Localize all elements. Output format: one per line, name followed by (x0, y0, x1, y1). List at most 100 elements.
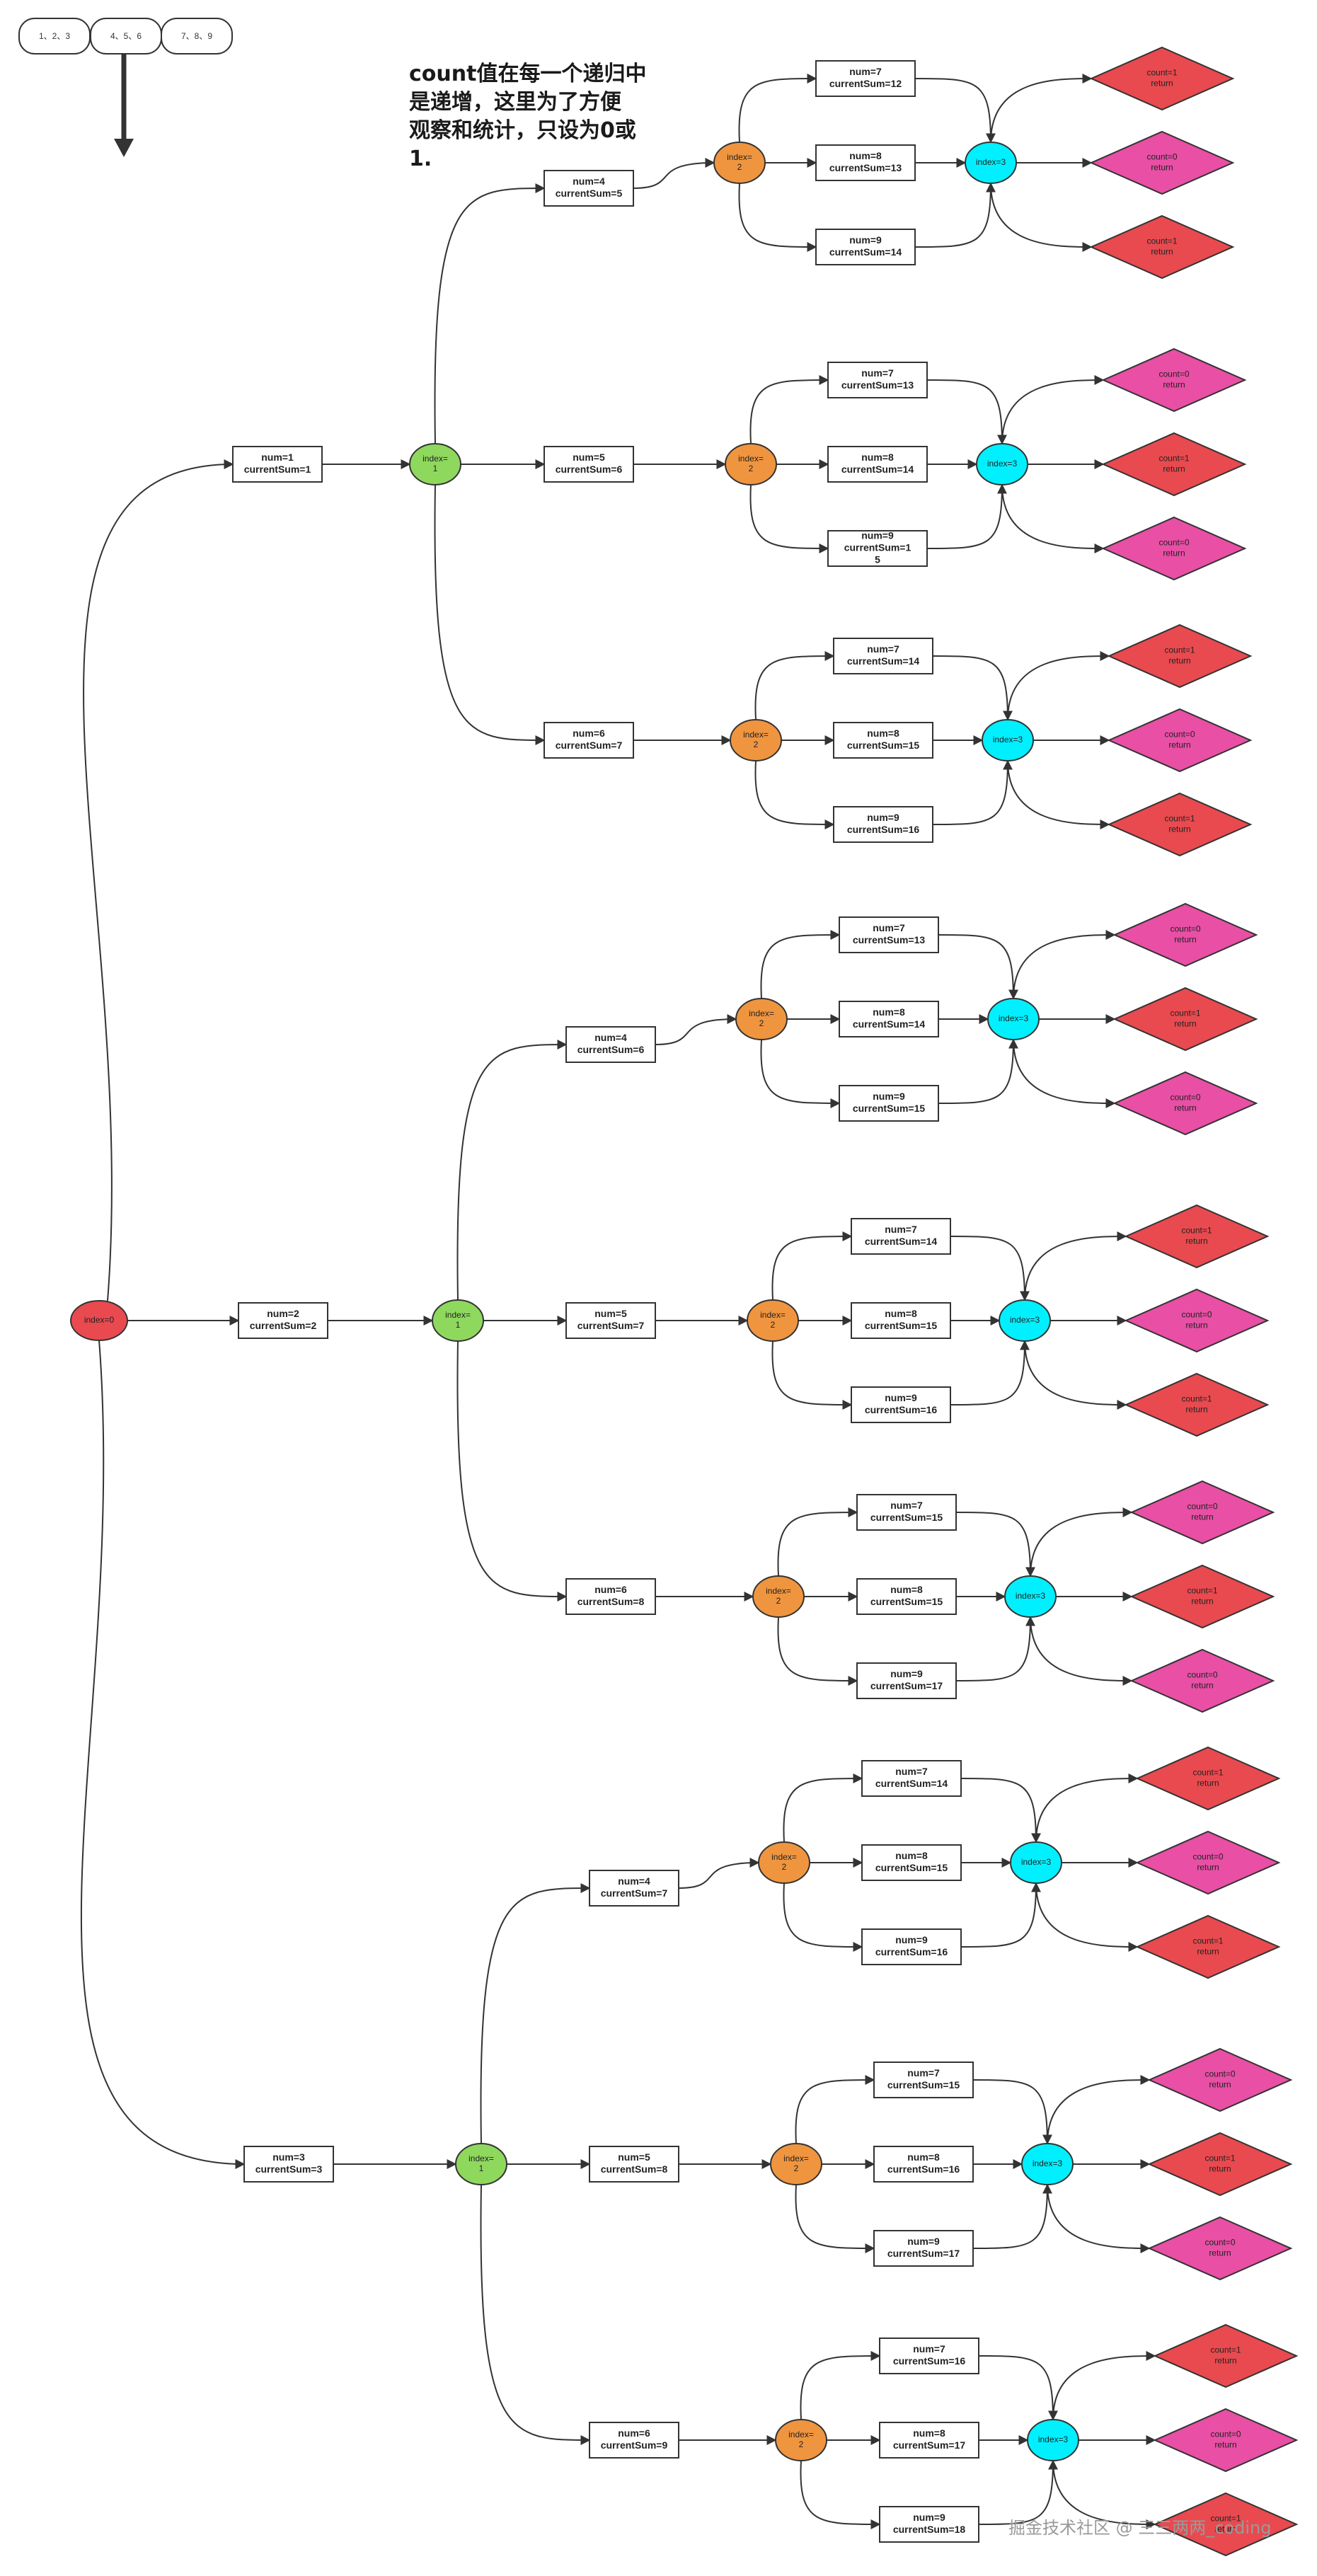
count-diamond-shape (1089, 130, 1235, 195)
edge-leaf-to-index3 (978, 2355, 1058, 2421)
index3-node: index=3 (1010, 1841, 1062, 1884)
level1-node-box (232, 446, 323, 483)
count-diamond-text: count=1 (1181, 1394, 1212, 1404)
header-tab-label: 1、2、3 (39, 31, 70, 41)
index1-node-text: index= (422, 454, 448, 464)
index1-node-text: 1 (433, 464, 438, 473)
index2-node: index=2 (713, 142, 766, 184)
count-diamond-shape (1124, 1204, 1270, 1269)
index3-node-shape (982, 719, 1034, 761)
count-diamond-shape (1135, 1830, 1281, 1895)
index3-node-text: index=3 (976, 157, 1006, 167)
edge-leaf-to-index3 (914, 78, 996, 144)
level3-node-box (839, 1085, 939, 1122)
level3-node-text: currentSum=15 (870, 1596, 943, 1607)
header-tab-label: 4、5、6 (110, 31, 142, 41)
edge-level2-to-index2 (633, 158, 715, 189)
index2-node-shape (758, 1841, 810, 1884)
count-diamond-shape (1101, 432, 1247, 497)
count-diamond-shape (1124, 1288, 1270, 1353)
edge-index1-to-level2 (434, 183, 546, 444)
index2-node-text: 2 (759, 1018, 764, 1028)
index2-node-text: index= (766, 1586, 791, 1596)
count-diamond-shape (1153, 2492, 1299, 2557)
level3-node-text: num=7 (907, 2067, 940, 2078)
level1-node-text: currentSum=3 (255, 2163, 323, 2175)
edge-index1-to-level2 (456, 1340, 568, 1602)
index2-node-text: 2 (782, 1862, 787, 1872)
count-diamond-text: return (1209, 2080, 1231, 2090)
level3-node-box (856, 1494, 957, 1531)
index1-node-text: index= (445, 1310, 471, 1320)
level3-node-text: currentSum=17 (893, 2439, 966, 2451)
level3-node-text: num=9 (895, 1934, 928, 1945)
count-diamond-shape (1135, 1914, 1281, 1979)
index2-node: index=2 (735, 998, 788, 1040)
level3-node-text: currentSum=16 (893, 2355, 966, 2367)
level3-node-text: num=7 (849, 66, 882, 77)
level3-node-box (861, 1760, 962, 1797)
index1-node-text: 1 (479, 2163, 484, 2173)
edge-index2-to-leaf (800, 2351, 881, 2420)
level3-node-text: num=7 (873, 922, 905, 933)
count-diamond-text: count=0 (1192, 1852, 1223, 1862)
level1-node-box (238, 1302, 328, 1339)
header-tab-box (161, 18, 233, 54)
count-diamond-shape (1129, 1564, 1275, 1629)
count-diamond-text: return (1214, 2356, 1236, 2366)
header-tab: 1、2、3 (18, 18, 91, 54)
edge-index2-to-leaf (771, 1340, 853, 1410)
index2-node-text: 2 (737, 162, 742, 172)
count-diamond-text: count=1 (1210, 2514, 1241, 2524)
level2-node-text: currentSum=7 (577, 1320, 645, 1331)
note-line-4: 1. (409, 146, 432, 171)
index2-node-text: index= (760, 1310, 786, 1320)
count-diamond-text: return (1174, 935, 1196, 945)
level3-node-text: currentSum=16 (865, 1404, 938, 1415)
count-diamond-text: count=1 (1164, 645, 1195, 655)
edge-index2-to-leaf (777, 1616, 858, 1686)
index2-node: index=2 (752, 1575, 805, 1618)
level3-node-text: currentSum=15 (870, 1512, 943, 1523)
count-diamond-shape (1135, 1746, 1281, 1811)
edge-index3-to-count (1030, 1616, 1133, 1686)
level3-node-box (827, 530, 928, 567)
index2-node-text: index= (788, 2430, 814, 2439)
level2-node-text: currentSum=7 (601, 1887, 668, 1899)
level3-node-box (815, 60, 916, 97)
level2-node-text: num=5 (573, 452, 605, 463)
level3-node-text: currentSum=16 (847, 824, 920, 835)
edge-root-to-level1 (80, 1340, 246, 2169)
level3-node-box (827, 446, 928, 483)
edge-leaf-to-index3 (960, 1882, 1041, 1948)
index1-node-shape (409, 443, 461, 485)
edge-leaf-to-index3 (932, 655, 1013, 721)
level3-node-text: currentSum=18 (893, 2524, 966, 2535)
edge-index3-to-count (1007, 760, 1110, 829)
index3-node-text: index=3 (1016, 1591, 1046, 1601)
index2-node: index=2 (725, 443, 777, 485)
level2-node-box (565, 1302, 656, 1339)
edge-index2-to-leaf (749, 375, 829, 444)
level3-node-text: num=8 (890, 1584, 923, 1595)
index3-node: index=3 (1021, 2143, 1074, 2185)
level2-node-text: num=6 (573, 728, 605, 739)
count-diamond-text: return (1151, 247, 1173, 257)
